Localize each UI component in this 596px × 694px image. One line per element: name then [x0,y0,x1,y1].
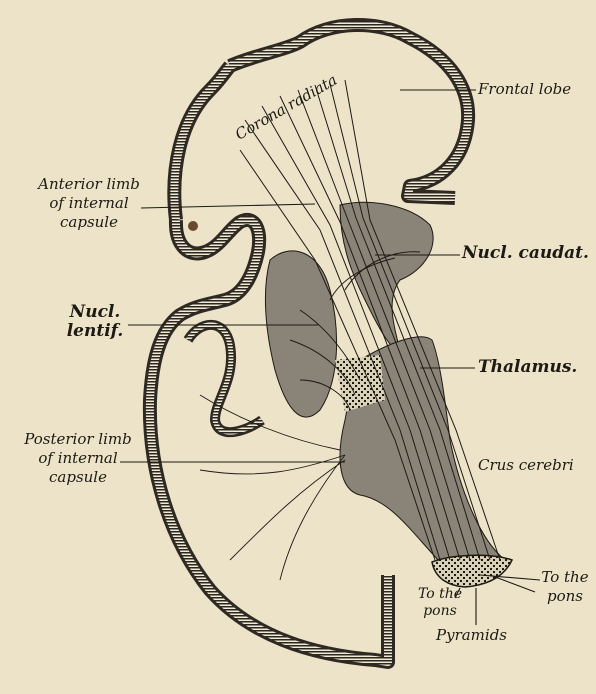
label-thalamus: Thalamus. [478,358,577,377]
label-to-the-pons-right-line1: To the [536,568,594,587]
label-nucl-lentif-line2: lentif. [60,322,130,341]
label-to-the-pons-right-line2: pons [536,587,594,606]
label-to-the-pons-left-line1: To the [410,586,470,603]
label-nucl-lentif: Nucl. lentif. [60,303,130,341]
blemish [188,221,198,231]
label-posterior-limb-line3: capsule [8,468,148,487]
lentiform-nucleus [265,251,336,417]
label-posterior-limb: Posterior limb of internal capsule [8,430,148,487]
label-to-the-pons-right: To the pons [536,568,594,606]
label-posterior-limb-line1: Posterior limb [8,430,148,449]
label-frontal-lobe: Frontal lobe [478,80,571,99]
label-anterior-limb: Anterior limb of internal capsule [22,175,156,232]
label-to-the-pons-left-line2: pons [410,603,470,620]
label-anterior-limb-line2: of internal [22,194,156,213]
posterior-fibres [200,395,345,580]
insula-fold [188,325,262,432]
label-crus-cerebri: Crus cerebri [478,456,574,475]
label-pyramids: Pyramids [436,626,507,645]
label-nucl-lentif-line1: Nucl. [60,303,130,322]
label-to-the-pons-left: To the pons [410,586,470,620]
label-anterior-limb-line1: Anterior limb [22,175,156,194]
label-nucl-caudat: Nucl. caudat. [462,244,589,263]
label-anterior-limb-line3: capsule [22,213,156,232]
label-posterior-limb-line2: of internal [8,449,148,468]
